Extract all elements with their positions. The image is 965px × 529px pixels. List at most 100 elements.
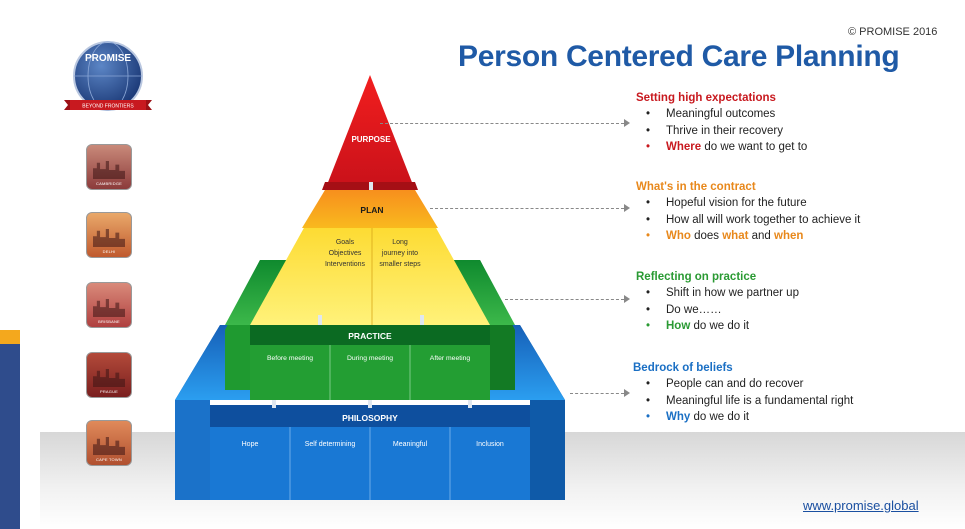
bullet-dot: • [646, 230, 651, 242]
bullet-dot: • [646, 303, 651, 316]
slide-title: Person Centered Care Planning [458, 40, 900, 73]
practice-cells: Before meeting During meeting After meetin… [267, 345, 470, 400]
bullet-text: do we do it [690, 320, 750, 332]
bullet-text: Hopeful vision for the future [666, 197, 807, 209]
plan-cell-line: smaller steps [379, 261, 421, 268]
bullet-dot: • [646, 378, 651, 390]
plan-tier-header [302, 190, 438, 228]
skyline-silhouette [93, 369, 125, 387]
bullet-dot: • [646, 411, 651, 423]
bullet-text: Do we…… [666, 303, 722, 316]
bullet-dot: • [646, 108, 651, 120]
skyline-silhouette [93, 229, 125, 247]
city-thumbnail: CAPE TOWN [86, 420, 132, 466]
section-heading: What's in the contract [636, 181, 756, 193]
practice-tier-band [250, 325, 490, 345]
city-thumbnail: PRAGUE [86, 352, 132, 398]
bullet-keyword: How [666, 320, 691, 332]
section-bullet: • Shift in how we partner up [646, 287, 799, 299]
city-thumbnail: BRISBANE [86, 282, 132, 328]
bullet-dot: • [646, 197, 651, 209]
practice-cell: Before meeting [267, 355, 313, 362]
city-caption: BRISBANE [98, 319, 120, 324]
arrow-plan-head [624, 204, 630, 212]
plan-cell-line: Long [392, 239, 408, 246]
bullet-keyword: Why [666, 411, 691, 423]
practice-cell: During meeting [347, 355, 393, 362]
section-bullet: • Hopeful vision for the future [646, 197, 807, 209]
plan-cell-line: journey into [381, 250, 418, 257]
philosophy-cell: Hope [242, 441, 259, 448]
logo-name: PROMISE [85, 53, 131, 64]
arrow-philosophy-head [624, 389, 630, 397]
arrow-practice-head [624, 295, 630, 303]
bullet-text: People can and do recover [666, 378, 804, 390]
section-bullet: • Meaningful outcomes [646, 108, 775, 120]
bullet-keyword: what [722, 230, 749, 242]
promise-logo: PROMISE BEYOND FRONTIERS [64, 41, 152, 111]
arrow-philosophy [570, 393, 624, 394]
copyright-text: © PROMISE 2016 [848, 26, 938, 38]
section-bullet: • Why do we do it [646, 411, 749, 423]
plan-cell-line: Objectives [329, 250, 362, 257]
philosophy-cell: Self determining [305, 441, 356, 448]
section-heading: Setting high expectations [636, 92, 776, 104]
practice-tier-front [250, 345, 490, 400]
left-accent-bar [0, 330, 20, 529]
city-thumbnail: CAMBRIDGE [86, 144, 132, 190]
left-accent-bar-highlight [0, 330, 20, 344]
section-bullet: • People can and do recover [646, 378, 803, 390]
bullet-text: Shift in how we partner up [666, 287, 799, 299]
city-caption: DELHI [102, 249, 116, 254]
arrow-purpose-head [624, 119, 630, 127]
arrow-practice [505, 299, 624, 300]
philosophy-cell: Inclusion [476, 441, 504, 448]
bullet-keyword: Where [666, 141, 702, 153]
skyline-silhouette [93, 299, 125, 317]
website-link[interactable]: www.promise.global [803, 498, 919, 513]
bullet-text: do we do it [690, 411, 750, 423]
bullet-text: and [748, 230, 775, 242]
tier-connectors [272, 182, 472, 408]
section-heading: Reflecting on practice [636, 271, 757, 283]
bullet-dot: • [646, 287, 651, 299]
section-bullet: • How do we do it [646, 320, 749, 332]
section-bullet: • Meaningful life is a fundamental right [646, 395, 853, 407]
plan-cell-line: Goals [336, 239, 355, 246]
philosophy-cell: Meaningful [393, 441, 428, 448]
bullet-keyword: when [774, 230, 804, 242]
bullet-text: Thrive in their recovery [666, 124, 783, 137]
plan-cell-line: Interventions [325, 261, 366, 268]
city-caption: CAPE TOWN [96, 457, 122, 462]
philosophy-cells: Hope Self determining Meaningful Inclusion [242, 427, 504, 500]
section-bullet: • Do we…… [646, 304, 722, 316]
bullet-text: How all will work together to achieve it [666, 213, 861, 226]
arrow-plan [430, 208, 624, 209]
bullet-keyword: Who [666, 230, 691, 242]
bullet-dot: • [646, 213, 651, 226]
bullet-dot: • [646, 141, 651, 153]
purpose-tier [325, 75, 415, 190]
city-caption: CAMBRIDGE [95, 181, 123, 186]
bullet-dot: • [646, 320, 651, 332]
practice-cell: After meeting [430, 355, 471, 362]
bullet-text: Meaningful life is a fundamental right [666, 394, 854, 407]
bullet-text: Meaningful outcomes [666, 108, 776, 120]
plan-label: PLAN [360, 205, 383, 215]
city-thumbnail: DELHI [86, 212, 132, 258]
section-bullet: • Where do we want to get to [646, 141, 807, 153]
philosophy-label: PHILOSOPHY [342, 413, 398, 423]
section-bullet: • Who does what and when [646, 230, 803, 242]
bullet-text: do we want to get to [701, 141, 808, 153]
city-caption: PRAGUE [99, 389, 119, 394]
bullet-dot: • [646, 394, 651, 407]
bullet-dot: • [646, 124, 651, 137]
section-heading: Bedrock of beliefs [633, 362, 733, 374]
logo-banner: BEYOND FRONTIERS [82, 104, 134, 110]
section-bullet: • How all will work together to achieve i… [646, 214, 860, 226]
philosophy-tier-band [210, 405, 530, 427]
bullet-text: does [690, 230, 723, 242]
